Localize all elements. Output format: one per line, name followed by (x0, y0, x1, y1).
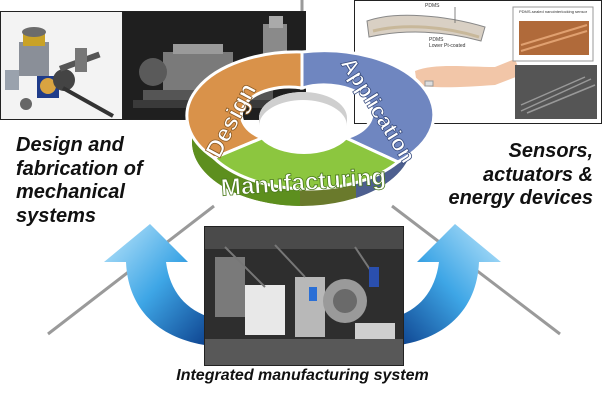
caption-integrated-manufacturing: Integrated manufacturing system (176, 367, 429, 384)
sensor-device-icon (366, 6, 597, 119)
cad-model-photo (0, 11, 124, 120)
caption-design-fabrication: Design and fabrication of mechanical sys… (16, 134, 143, 228)
manufacturing-system-icon (205, 227, 403, 365)
caption-right-line: energy devices (448, 187, 593, 209)
label-pdms-top: PDMS (425, 3, 440, 9)
manufacturing-system-photo (204, 226, 404, 366)
caption-right-line: actuators & (482, 163, 593, 186)
cad-model-icon (5, 27, 114, 118)
label-pdms-mid: PDMS (429, 37, 444, 43)
caption-left-line: fabrication of (16, 157, 143, 180)
ring-segment-manufacturing (211, 136, 401, 191)
caption-sensors-actuators: Sensors, actuators & energy devices (448, 140, 593, 211)
ring-hole (259, 92, 347, 144)
right-curved-arrow (393, 224, 501, 346)
ring-segment-design (185, 50, 304, 160)
caption-left-line: systems (16, 204, 97, 227)
label-sensor-title: PDMS-sealed nanointerlocking sensor (519, 9, 588, 14)
caption-left-line: Design and (16, 134, 124, 156)
caption-left-line: mechanical (16, 181, 125, 203)
caption-right-line: Sensors, (508, 140, 593, 162)
left-curved-arrow (104, 224, 212, 346)
label-lower-pt: Lower Pt-coated (429, 43, 466, 49)
ring-segment-application (300, 49, 436, 164)
